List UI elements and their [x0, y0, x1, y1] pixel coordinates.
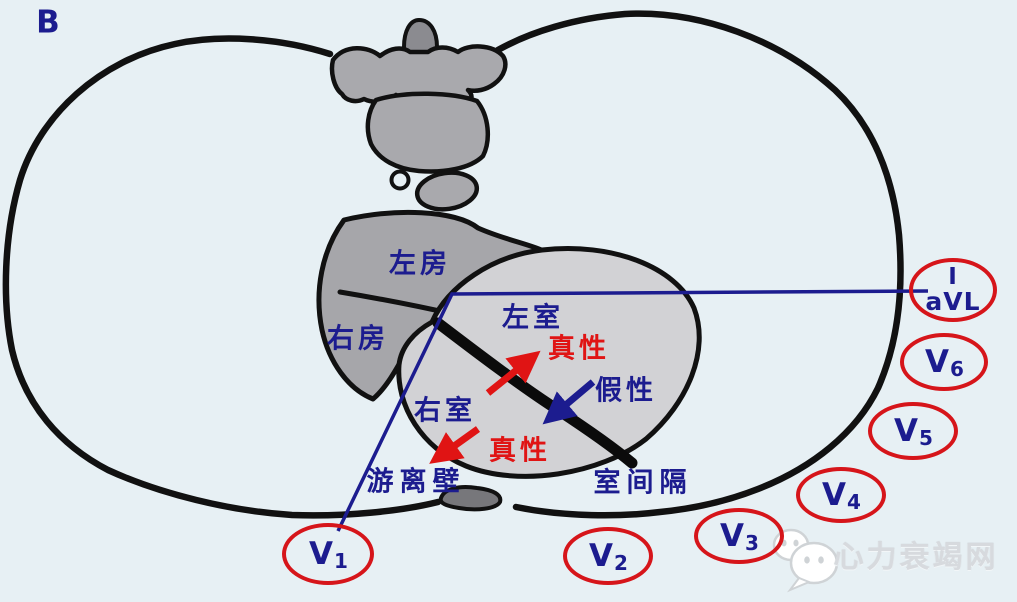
right-ventricle-label: 右室	[414, 395, 476, 427]
true-pattern-arrow-up	[485, 350, 541, 396]
true-pattern-lower-label: 真性	[489, 435, 551, 467]
true-pattern-upper-label: 真性	[548, 333, 610, 365]
sternum-blob	[438, 485, 503, 512]
left-atrium-label: 左房	[389, 248, 451, 280]
left-ventricle-label: 左室	[502, 302, 564, 334]
free-wall-label: 游离壁	[366, 466, 466, 498]
esophagus-oval	[414, 170, 480, 212]
lead-i-avl-marker: I aVL	[909, 258, 997, 322]
vertebra-transverse-processes	[329, 44, 508, 108]
true-pattern-arrow-down	[429, 426, 481, 464]
right-atrium-label: 右房	[327, 323, 389, 355]
pseudo-pattern-arrow	[542, 379, 596, 425]
septum-label: 室间隔	[593, 467, 693, 499]
pseudo-pattern-label: 假性	[595, 375, 657, 407]
vertebral-body	[365, 91, 491, 174]
spinal-canal-circle	[389, 169, 411, 191]
lead-i-label: I	[948, 264, 958, 290]
watermark-text: 心力衰竭网	[833, 540, 999, 575]
lead-connector-line	[336, 289, 929, 532]
chest-outline-right	[494, 10, 904, 519]
panel-label: B	[36, 4, 60, 41]
lead-avl-label: aVL	[925, 287, 981, 316]
chest-outline-left	[2, 35, 442, 519]
